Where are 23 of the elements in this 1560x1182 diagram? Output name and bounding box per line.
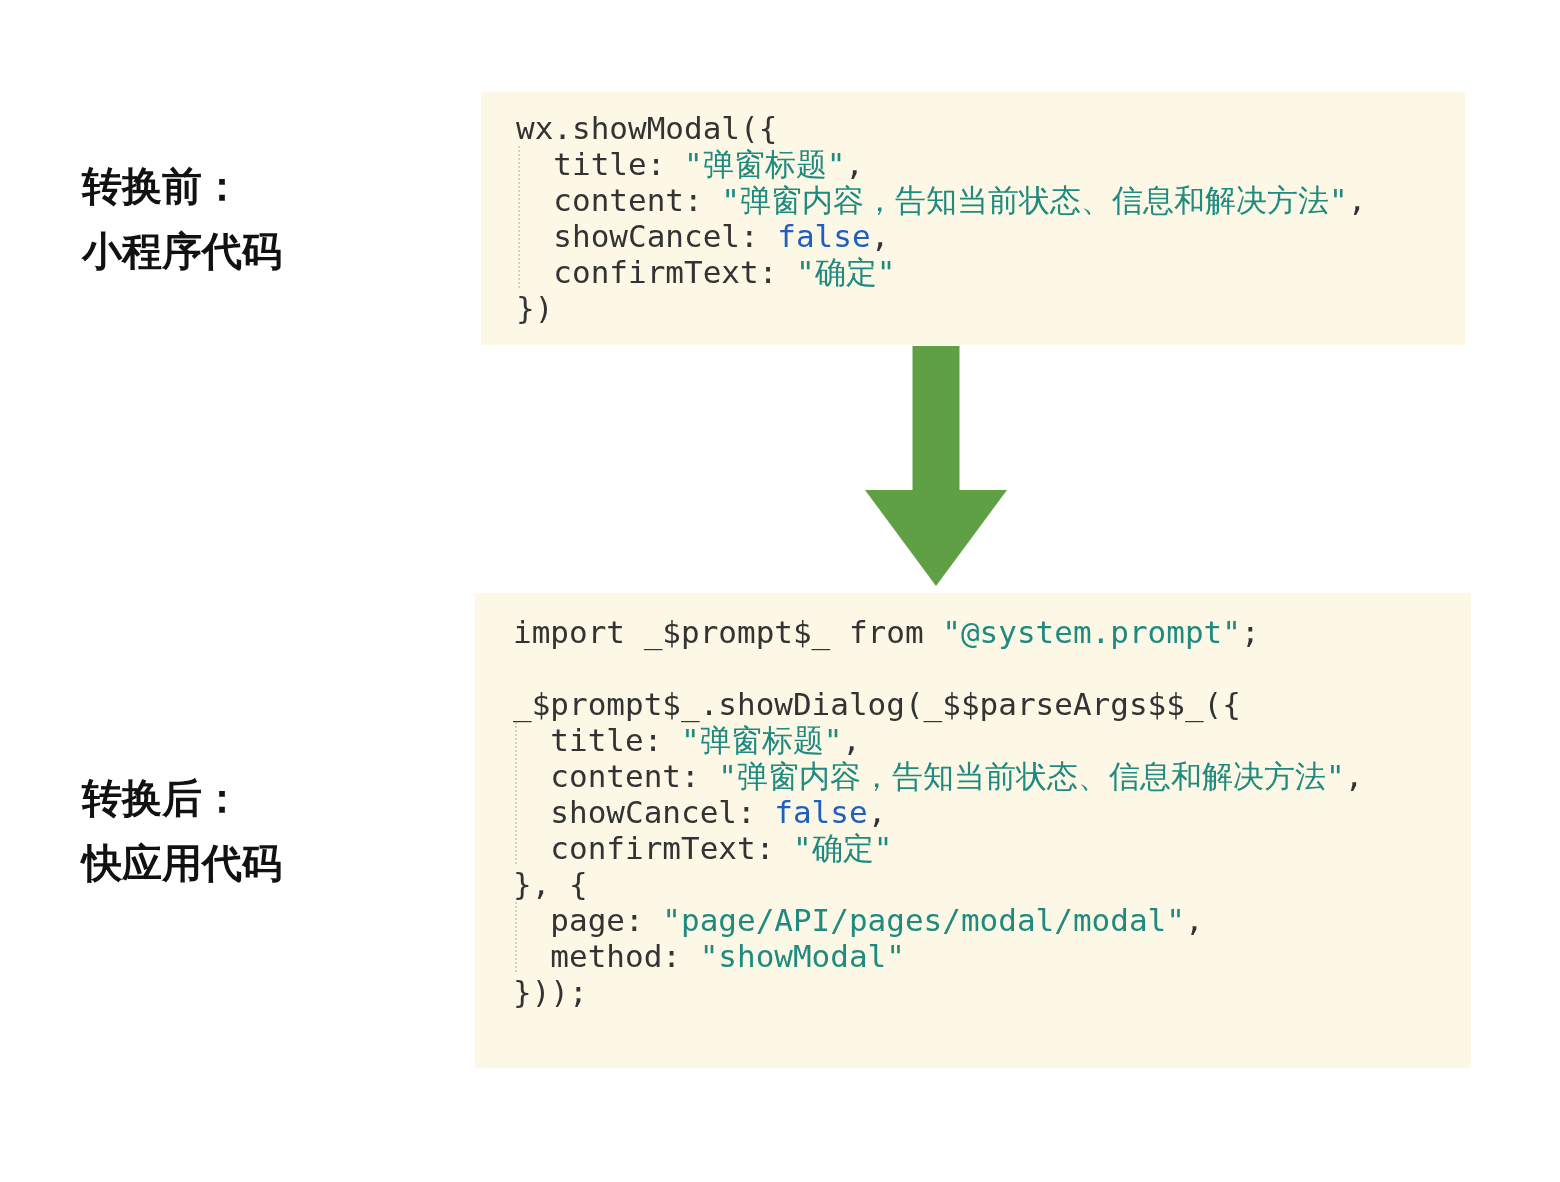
code-line: wx.showModal({ [516, 110, 778, 146]
code-line: showCancel: false, [552, 218, 890, 254]
code-line: confirmText: "确定" [552, 254, 896, 290]
code-line: confirmText: "确定" [549, 830, 893, 866]
code-line: page: "page/API/pages/modal/modal", [549, 902, 1204, 938]
side-label: 小程序代码 [82, 228, 282, 275]
side-label: 转换后： [82, 775, 242, 822]
code-line: }, { [513, 866, 588, 902]
code-line: showCancel: false, [549, 794, 887, 830]
block-arrow [865, 346, 1007, 586]
code-line: content: "弹窗内容，告知当前状态、信息和解决方法", [549, 758, 1364, 794]
side-label: 快应用代码 [82, 840, 282, 887]
code-line: title: "弹窗标题", [550, 722, 861, 758]
code-line: method: "showModal" [549, 938, 905, 974]
code-line: })); [513, 974, 588, 1010]
code-line: title: "弹窗标题", [552, 146, 864, 182]
code-line: }) [516, 290, 554, 326]
side-label: 转换前： [82, 163, 242, 210]
code-line: content: "弹窗内容，告知当前状态、信息和解决方法", [552, 182, 1367, 218]
code-line: _$prompt$_.showDialog(_$$parseArgs$$_({ [513, 686, 1241, 722]
code-box [481, 92, 1465, 345]
code-box [475, 593, 1471, 1068]
code-line: import _$prompt$_ from "@system.prompt"; [513, 614, 1260, 650]
